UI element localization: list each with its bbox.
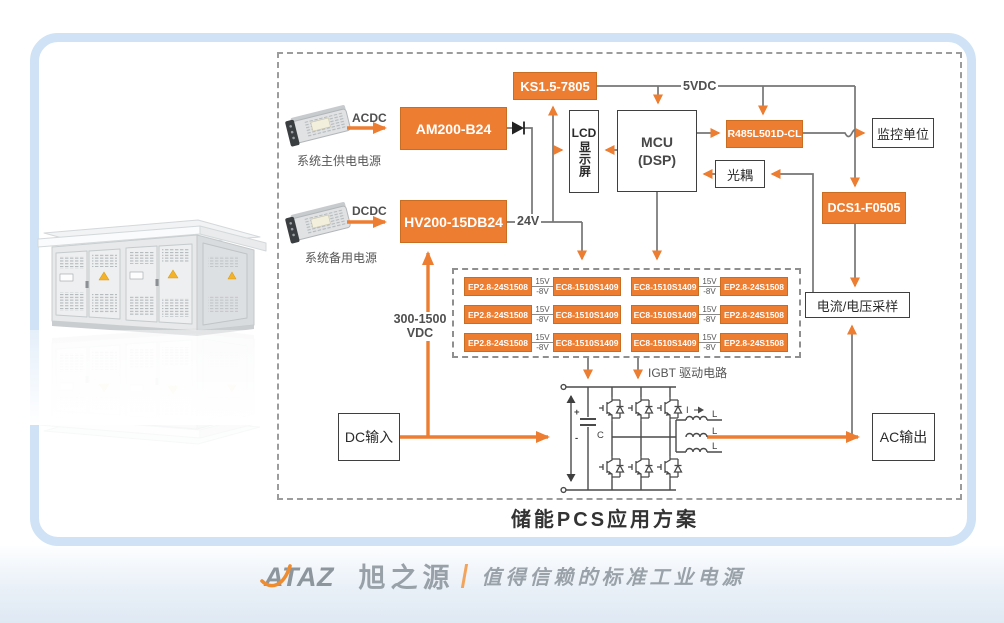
footer-background xyxy=(0,546,1004,623)
caption-backup-psu: 系统备用电源 xyxy=(305,251,378,265)
driver-voltage-labels: 15V-8V xyxy=(532,333,553,352)
driver-module: EC8-1510S1409 xyxy=(631,277,699,296)
driver-row: EP2.8-24S1508 15V-8V EC8-1510S1409 EC8-1… xyxy=(464,277,788,296)
driver-voltage-labels: 15V-8V xyxy=(532,305,553,324)
driver-module: EC8-1510S1409 xyxy=(631,333,699,352)
logo-swoosh-icon xyxy=(259,563,292,587)
module-hv200-15db24: HV200-15DB24 xyxy=(400,200,507,243)
ataz-logo: ATAZ xyxy=(259,562,335,592)
warning-triangle-icon xyxy=(167,269,179,279)
driver-voltage-labels: 15V-8V xyxy=(699,305,720,324)
cabinet-label-plate xyxy=(129,271,144,280)
circuit-glyph-labels: + - C L L L I xyxy=(574,405,717,452)
inductor-coil xyxy=(685,432,708,438)
driver-module: EP2.8-24S1508 xyxy=(720,305,788,324)
divider xyxy=(460,563,468,588)
driver-module: EC8-1510S1409 xyxy=(553,277,621,296)
current-label: I xyxy=(686,405,689,416)
dc-rails xyxy=(566,386,676,491)
wire xyxy=(532,313,553,316)
label-24v: 24V xyxy=(515,214,542,229)
label-5vdc: 5VDC xyxy=(681,79,719,94)
wire-sampling-to-opto xyxy=(770,169,814,292)
node-current-voltage-sampling: 电流/电压采样 xyxy=(805,292,910,318)
footer: ATAZ 旭之源 值得信赖的标准工业电源 xyxy=(0,556,1004,595)
wire xyxy=(532,341,553,344)
brand-cn: 旭之源 xyxy=(358,563,455,593)
module-dcs1-f0505: DCS1-F0505 xyxy=(822,192,906,224)
phase-node-wires xyxy=(612,419,686,453)
transformer-cabinet-photo xyxy=(37,219,267,336)
driver-module: EC8-1510S1409 xyxy=(631,305,699,324)
caption-main-psu: 系统主供电电源 xyxy=(297,154,382,168)
inductor-coil xyxy=(685,447,722,453)
signal-wires xyxy=(507,85,866,437)
driver-row: EP2.8-24S1508 15V-8V EC8-1510S1409 EC8-1… xyxy=(464,333,788,352)
driver-module: EP2.8-24S1508 xyxy=(720,277,788,296)
lcd-label-latin: LCD xyxy=(571,126,597,140)
power-wires xyxy=(347,122,860,443)
wire xyxy=(532,285,553,288)
driver-voltage-labels: 15V-8V xyxy=(532,277,553,296)
brand-text: ATAZ xyxy=(263,562,335,592)
driver-module: EP2.8-24S1508 xyxy=(720,333,788,352)
dc-terminal-negative xyxy=(560,486,567,494)
driver-voltage-labels: 15V-8V xyxy=(699,333,720,352)
node-lcd-display: LCD 显示屏 xyxy=(569,110,599,193)
warning-triangle-icon xyxy=(227,271,237,280)
label-acdc: ACDC xyxy=(352,111,387,125)
diode-symbol xyxy=(512,121,525,135)
driver-voltage-labels: 15V-8V xyxy=(699,277,720,296)
node-monitor-unit: 监控单位 xyxy=(872,118,934,148)
inductor-label: L xyxy=(712,426,717,437)
module-r485l501d-cl: R485L501D-CL xyxy=(726,120,803,148)
node-dc-input: DC输入 xyxy=(338,413,400,461)
driver-module: EC8-1510S1409 xyxy=(553,333,621,352)
node-optocoupler: 光耦 xyxy=(715,160,765,188)
driver-row: EP2.8-24S1508 15V-8V EC8-1510S1409 EC8-1… xyxy=(464,305,788,324)
capacitor-label: C xyxy=(597,430,604,441)
diagram-title: 储能PCS应用方案 xyxy=(510,509,700,531)
inverter-circuit xyxy=(560,383,722,494)
wire xyxy=(699,313,720,316)
dc-link-capacitor xyxy=(580,418,596,426)
driver-module: EP2.8-24S1508 xyxy=(464,333,532,352)
application-frame xyxy=(277,52,962,500)
label-igbt-drive: IGBT 驱动电路 xyxy=(648,366,728,380)
wire xyxy=(699,341,720,344)
wire-r485-to-monitor xyxy=(803,128,866,138)
dc-terminal-positive xyxy=(560,383,567,391)
capacitor-minus-label: - xyxy=(575,433,578,444)
capacitor-plus-label: + xyxy=(574,407,580,418)
label-dc-voltage-range: 300-1500 VDC xyxy=(390,312,450,341)
driver-module: EP2.8-24S1508 xyxy=(464,305,532,324)
inductor-label: L xyxy=(712,441,717,452)
brand-slogan: 值得信赖的标准工业电源 xyxy=(481,567,746,589)
inductor-label: L xyxy=(712,409,717,420)
module-ks1.5-7805: KS1.5-7805 xyxy=(513,72,597,100)
node-ac-output: AC输出 xyxy=(872,413,935,461)
node-mcu-dsp: MCU (DSP) xyxy=(617,110,697,192)
driver-module: EC8-1510S1409 xyxy=(553,305,621,324)
wire xyxy=(699,285,720,288)
inductor-coil xyxy=(685,415,722,421)
warning-triangle-icon xyxy=(98,271,110,281)
label-dcdc: DCDC xyxy=(352,204,387,218)
module-am200-b24: AM200-B24 xyxy=(400,107,507,150)
driver-module: EP2.8-24S1508 xyxy=(464,277,532,296)
cabinet-label-plate xyxy=(59,273,74,282)
lcd-label-cn: 显示屏 xyxy=(577,141,592,177)
gate-driver-group: EP2.8-24S1508 15V-8V EC8-1510S1409 EC8-1… xyxy=(452,268,801,358)
